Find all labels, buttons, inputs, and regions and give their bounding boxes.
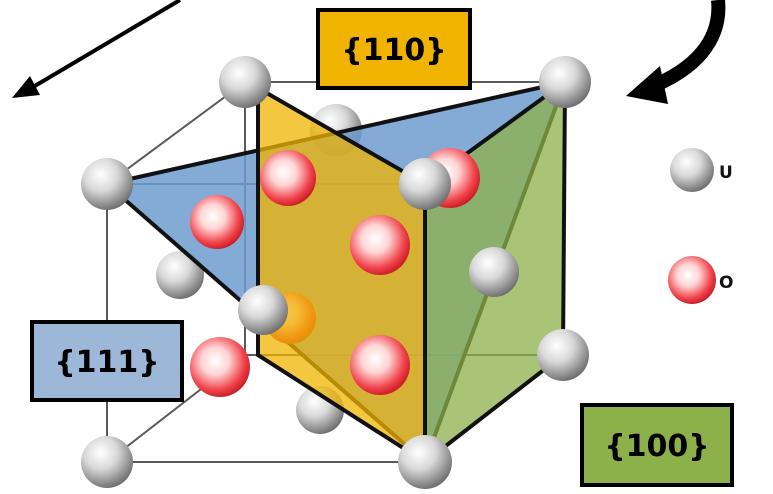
u-atom xyxy=(469,247,519,297)
legend-o-label: O xyxy=(719,273,733,293)
legend-o-atom xyxy=(668,256,716,304)
o-atom xyxy=(350,215,410,275)
o-atom xyxy=(260,150,316,206)
label-100: {100} xyxy=(580,403,734,487)
u-atom xyxy=(219,56,271,108)
u-atom xyxy=(81,436,133,488)
u-atom xyxy=(156,251,204,299)
label-110: {110} xyxy=(316,8,472,90)
u-atom xyxy=(537,329,589,381)
u-atom xyxy=(539,56,591,108)
legend-u-label: U xyxy=(719,163,733,183)
arrow-left xyxy=(12,0,182,98)
u-atom xyxy=(398,435,452,489)
legend: U O xyxy=(668,148,733,304)
arrow-curved-right xyxy=(626,0,726,104)
label-111: {111} xyxy=(30,320,184,402)
o-atom xyxy=(350,335,410,395)
o-atom xyxy=(190,195,244,249)
u-atom xyxy=(399,158,451,210)
u-atom xyxy=(238,285,288,335)
svg-text:{110}: {110} xyxy=(341,33,446,68)
o-atom xyxy=(190,337,250,397)
u-atom xyxy=(81,158,133,210)
svg-text:{111}: {111} xyxy=(54,345,159,380)
legend-u-atom xyxy=(670,148,714,192)
svg-text:{100}: {100} xyxy=(604,429,709,464)
